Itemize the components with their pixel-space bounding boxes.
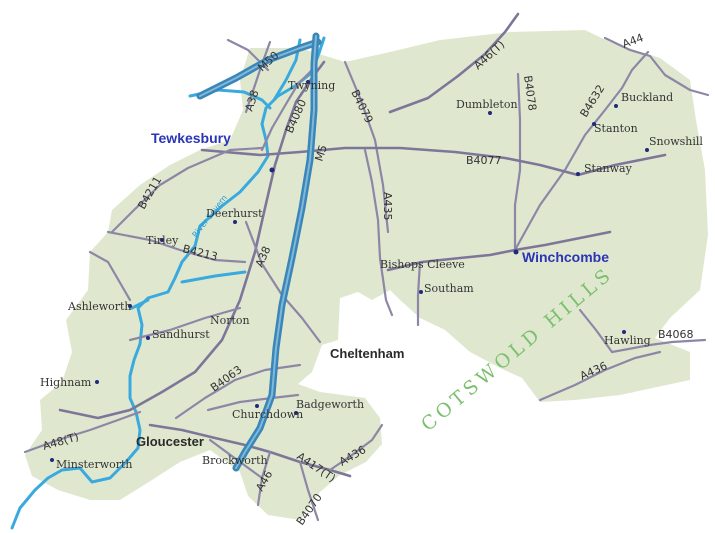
label-place-hawling: Hawling xyxy=(604,334,651,347)
dot-churchdown xyxy=(255,404,259,408)
road-a417t xyxy=(148,423,352,478)
district-land-area xyxy=(25,30,708,520)
label-place-brockworth: Brockworth xyxy=(202,454,268,467)
dot-twyning xyxy=(306,80,310,84)
label-place-twyning: Twyning xyxy=(288,79,335,92)
label-town-tewkesbury: Tewkesbury xyxy=(151,130,231,146)
road-a436-east xyxy=(538,350,662,402)
dot-snowshill xyxy=(645,148,649,152)
road-a38-main xyxy=(58,60,326,420)
dot-southam xyxy=(419,290,423,294)
label-place-buckland: Buckland xyxy=(621,91,673,104)
settlement-markers xyxy=(50,80,649,462)
dot-stanton xyxy=(592,122,596,126)
dot-stanway xyxy=(576,172,580,176)
road-hawling xyxy=(578,308,614,354)
motorway-m50-centre xyxy=(199,41,319,97)
road-layer xyxy=(23,12,710,522)
place-labels: Twyning Dumbleton Buckland Stanton Snows… xyxy=(40,79,703,471)
road-sandhurst xyxy=(128,306,242,342)
label-place-dumbleton: Dumbleton xyxy=(456,98,518,111)
dot-badgeworth xyxy=(294,411,298,415)
road-a46-winchcombe xyxy=(386,230,612,272)
road-b4079 xyxy=(343,60,390,234)
label-road-m5: M5 xyxy=(312,143,329,163)
dot-dumbleton xyxy=(488,111,492,115)
label-place-badgeworth: Badgeworth xyxy=(296,398,364,411)
road-a436-south xyxy=(328,423,384,472)
label-road-b4077: B4077 xyxy=(466,154,502,167)
label-place-snowshill: Snowshill xyxy=(649,135,703,148)
road-b4068 xyxy=(610,338,707,354)
road-a435 xyxy=(363,148,394,317)
road-a46t-north xyxy=(388,12,520,114)
label-road-b4068: B4068 xyxy=(658,328,694,341)
dot-minsterworth xyxy=(50,458,54,462)
road-b4078 xyxy=(513,72,522,252)
motorway-m5-centre xyxy=(235,35,317,469)
label-place-tirley: Tirley xyxy=(146,234,179,247)
town-labels: Tewkesbury Winchcombe Cheltenham Glouces… xyxy=(136,130,609,449)
dot-winchcombe xyxy=(513,249,519,255)
road-b4077 xyxy=(200,146,667,177)
road-ashleworth xyxy=(88,250,132,302)
road-b4070 xyxy=(298,460,320,522)
label-road-a38-north: A38 xyxy=(242,88,261,112)
dot-deerhurst xyxy=(233,220,237,224)
label-place-southam: Southam xyxy=(424,282,474,295)
road-a48t xyxy=(23,410,142,454)
label-place-stanton: Stanton xyxy=(594,122,638,135)
dot-hawling xyxy=(622,330,626,334)
road-churchdown xyxy=(206,393,300,412)
label-place-churchdown: Churchdown xyxy=(232,408,303,421)
label-place-stanway: Stanway xyxy=(584,162,633,175)
label-road-a44: A44 xyxy=(621,31,646,51)
label-place-minsterworth: Minsterworth xyxy=(56,458,133,471)
label-place-deerhurst: Deerhurst xyxy=(206,207,263,220)
road-b4080 xyxy=(260,68,314,152)
label-town-winchcombe: Winchcombe xyxy=(522,249,609,265)
label-town-gloucester: Gloucester xyxy=(136,434,204,449)
road-b4213 xyxy=(106,230,247,264)
label-road-b4078: B4078 xyxy=(521,75,539,112)
label-place-ashleworth: Ashleworth xyxy=(67,300,132,313)
label-place-norton: Norton xyxy=(210,314,250,327)
river-chelt xyxy=(180,270,247,284)
road-b4211 xyxy=(110,146,264,234)
label-place-highnam: Highnam xyxy=(40,376,92,389)
label-place-bishops-cleeve: Bishops Cleeve xyxy=(380,258,465,271)
motorway-layer xyxy=(196,32,322,472)
dot-sandhurst xyxy=(146,336,150,340)
road-winchcombe-south xyxy=(416,260,422,327)
dot-buckland xyxy=(614,104,618,108)
label-road-a435: A435 xyxy=(381,192,394,221)
road-a44 xyxy=(603,36,710,97)
dot-highnam xyxy=(95,380,99,384)
label-town-cheltenham: Cheltenham xyxy=(330,346,404,361)
dot-tewkesbury xyxy=(269,167,275,173)
label-place-sandhurst: Sandhurst xyxy=(152,328,210,341)
dot-tirley xyxy=(160,238,164,242)
dot-ashleworth xyxy=(128,304,132,308)
river-leadon xyxy=(130,298,150,310)
